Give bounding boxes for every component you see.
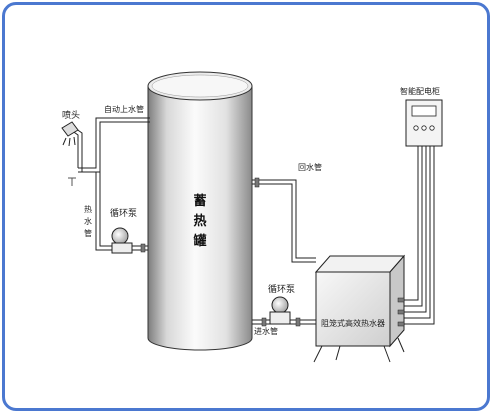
shower-head-icon — [61, 121, 83, 172]
tank-title-char-1: 蓄 — [193, 193, 206, 209]
right-circulation-pump-icon — [261, 296, 301, 327]
water-heater-unit — [313, 254, 406, 363]
storage-tank — [147, 71, 253, 351]
inlet-pipe-label: 进水管 — [254, 326, 278, 336]
right-piping — [252, 179, 316, 325]
hot-water-pipe-char-1: 热 — [84, 204, 92, 214]
shower-valve — [68, 177, 76, 186]
tank-title-char-2: 热 — [193, 213, 206, 229]
left-circulation-pump-icon — [111, 227, 146, 254]
cold-water-inlet-label: 自动上水管 — [104, 104, 144, 114]
right-pump-label: 循环泵 — [268, 283, 295, 295]
cable-connectors — [397, 297, 405, 327]
power-cables — [404, 146, 435, 325]
heater-label: 阻笼式高效热水器 — [321, 318, 385, 328]
control-cabinet — [405, 99, 443, 147]
tank-title-char-3: 罐 — [192, 233, 206, 249]
shower-head-label: 喷头 — [62, 110, 80, 121]
return-pipe-valve — [254, 177, 260, 188]
hot-water-pipe-char-3: 管 — [84, 228, 92, 238]
left-pump-label: 循环泵 — [110, 207, 137, 219]
return-pipe-label: 回水管 — [298, 162, 322, 172]
control-cabinet-label: 智能配电柜 — [400, 86, 440, 96]
hot-water-pipe-char-2: 水 — [84, 216, 92, 226]
